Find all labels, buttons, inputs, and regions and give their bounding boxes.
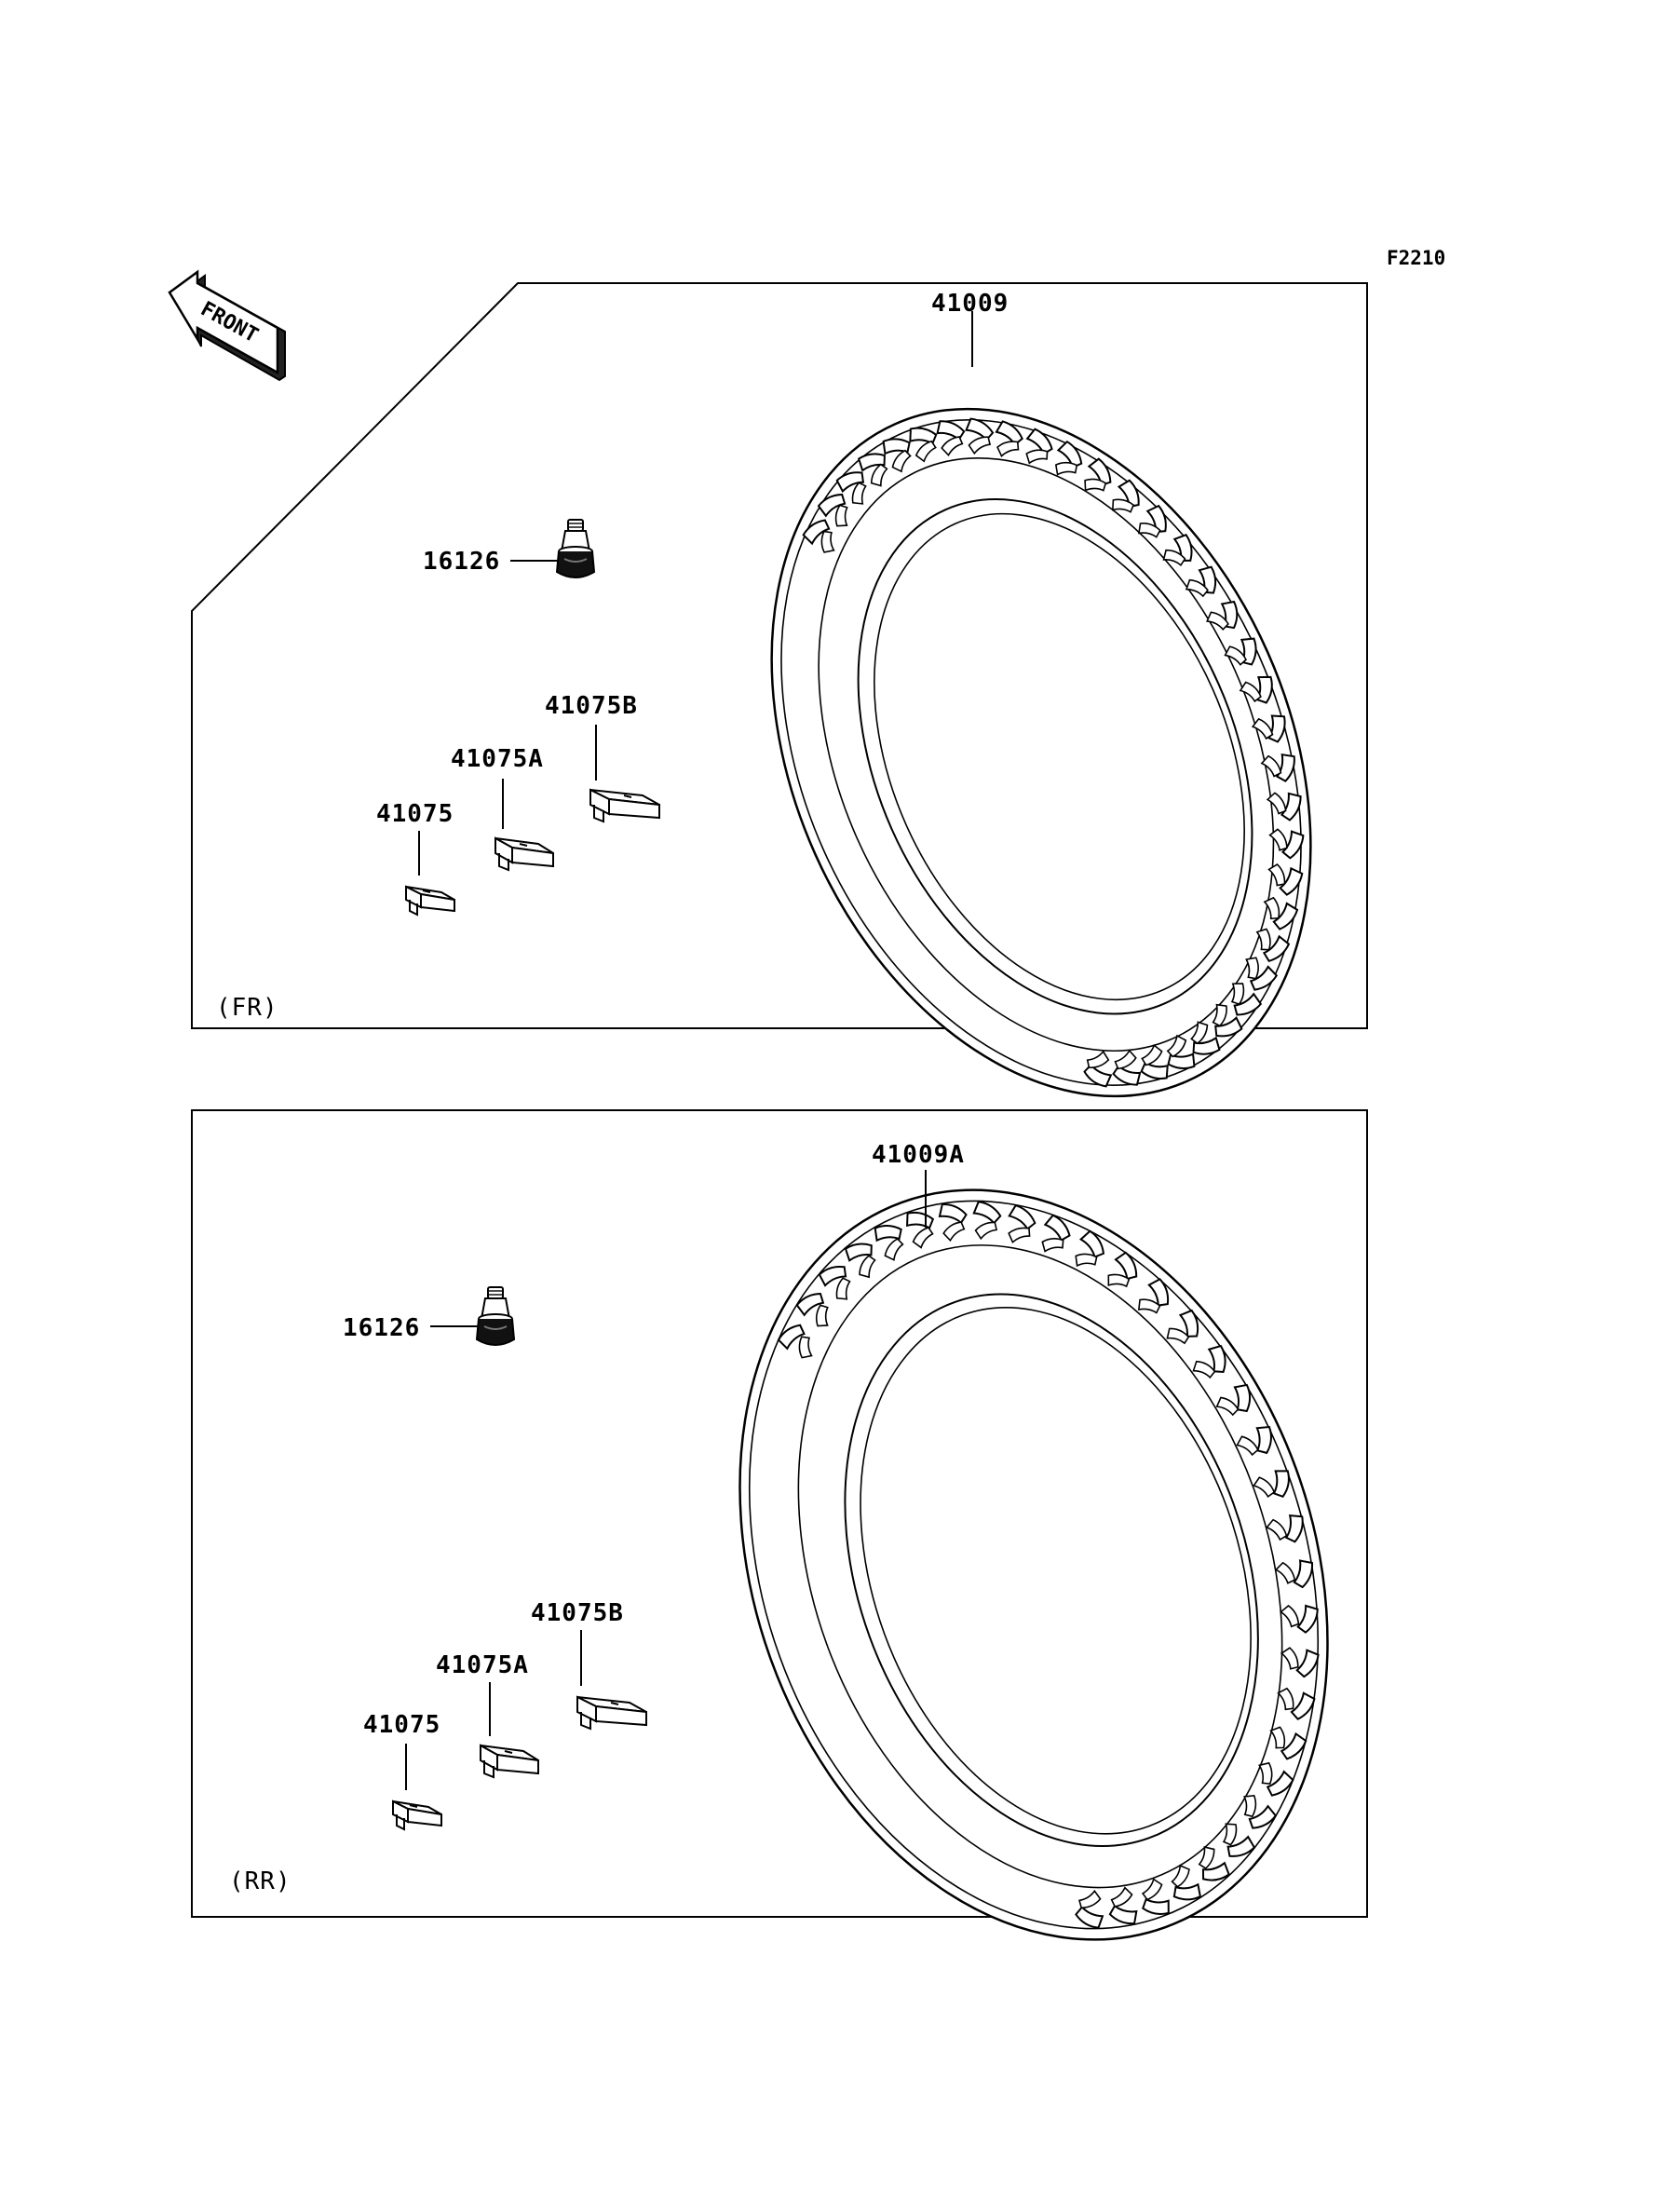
front-section-label: (FR) — [216, 994, 278, 1022]
front-tire — [770, 407, 1312, 1098]
front-valve-stem — [556, 519, 595, 578]
front-section: 41009 16126 41075B 41075A 41075 (FR) — [191, 282, 1368, 1098]
front-weight-medium-part-number: 41075A — [451, 745, 544, 773]
rear-section-frame — [191, 1109, 1368, 1918]
rear-weight-medium-part-number: 41075A — [436, 1651, 529, 1679]
figure-code: F2210 — [1387, 247, 1445, 269]
rear-weight-small-part-number: 41075 — [363, 1711, 440, 1739]
rear-valve-part-number: 16126 — [343, 1314, 420, 1342]
front-tire-part-number: 41009 — [931, 290, 1009, 318]
front-section-frame — [191, 282, 1368, 1029]
front-weight-small-part-number: 41075 — [376, 800, 454, 828]
front-weight-medium — [495, 837, 554, 871]
rear-section-label: (RR) — [229, 1867, 291, 1895]
front-valve-part-number: 16126 — [423, 548, 500, 576]
rear-weight-large — [576, 1696, 647, 1730]
front-weight-small — [405, 886, 455, 916]
rear-valve-stem — [476, 1286, 515, 1346]
rear-weight-small — [392, 1800, 442, 1830]
front-weight-large — [589, 789, 660, 822]
rear-tire — [738, 1188, 1329, 1941]
rear-weight-medium — [480, 1745, 539, 1778]
rear-tire-part-number: 41009A — [872, 1141, 965, 1169]
front-weight-large-part-number: 41075B — [545, 692, 638, 720]
rear-weight-large-part-number: 41075B — [531, 1599, 624, 1627]
front-direction-arrow: FRONT — [168, 269, 286, 382]
rear-section: 41009A 16126 41075B 41075A 41075 (RR) — [191, 1109, 1368, 1941]
